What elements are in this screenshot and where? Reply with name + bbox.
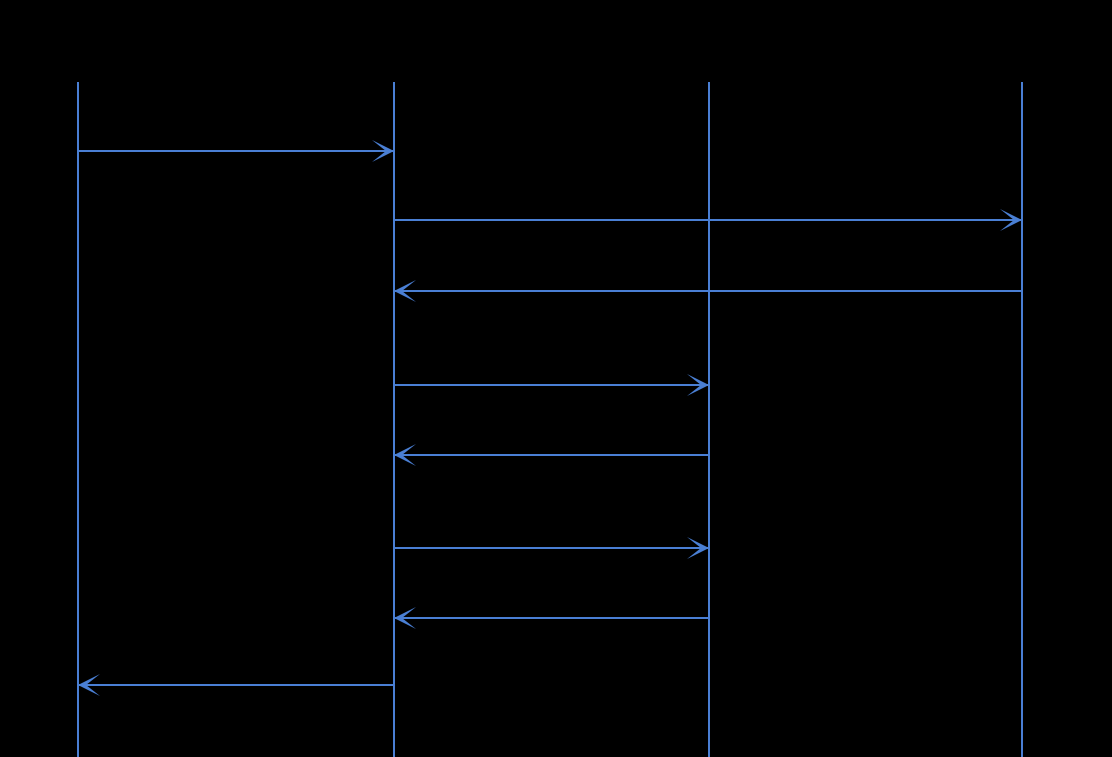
arrow-head-left-8 bbox=[78, 674, 100, 696]
message-7 bbox=[394, 607, 709, 629]
message-6 bbox=[394, 537, 709, 559]
messages-group bbox=[78, 140, 1022, 696]
arrow-head-right-4 bbox=[687, 374, 709, 396]
arrow-head-left-5 bbox=[394, 444, 416, 466]
arrow-head-left-7 bbox=[394, 607, 416, 629]
message-1 bbox=[78, 140, 394, 162]
message-5 bbox=[394, 444, 709, 466]
arrow-head-right-6 bbox=[687, 537, 709, 559]
message-4 bbox=[394, 374, 709, 396]
message-8 bbox=[78, 674, 394, 696]
message-3 bbox=[394, 280, 1022, 302]
message-2 bbox=[394, 209, 1022, 231]
arrow-head-left-3 bbox=[394, 280, 416, 302]
arrow-head-right-2 bbox=[1000, 209, 1022, 231]
arrow-head-right-1 bbox=[372, 140, 394, 162]
lifelines-group bbox=[76, 82, 1024, 757]
